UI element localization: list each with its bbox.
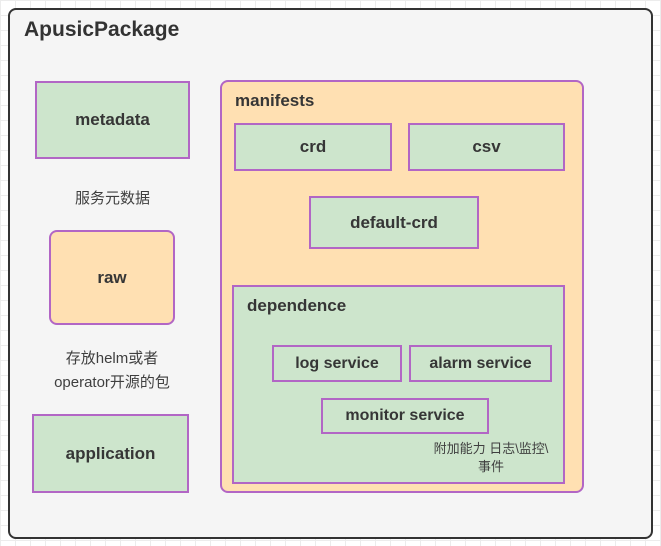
manifests-label: manifests [235, 91, 315, 110]
csv-node-label: csv [472, 137, 501, 156]
monitor-service-node: monitor service [321, 398, 489, 434]
dependence-label: dependence [247, 296, 347, 315]
dependence-container: dependence log service alarm service mon… [232, 285, 565, 484]
diagram-title: ApusicPackage [24, 18, 180, 41]
raw-node: raw [49, 230, 175, 325]
raw-node-label: raw [97, 267, 127, 287]
raw-caption: 存放helm或者 operator开源的包 [18, 347, 206, 395]
application-node: application [32, 414, 189, 493]
metadata-node-label: metadata [75, 110, 150, 129]
dependence-note: 附加能力 日志\监控\ 事件 [416, 440, 566, 476]
alarm-service-node-label: alarm service [429, 354, 532, 372]
csv-node: csv [408, 123, 565, 171]
alarm-service-node: alarm service [409, 345, 552, 382]
raw-caption-line2: operator开源的包 [54, 374, 170, 391]
dependence-note-line1: 附加能力 日志\监控\ [433, 441, 549, 456]
default-crd-node-label: default-crd [350, 212, 438, 232]
metadata-caption: 服务元数据 [74, 190, 150, 207]
apusic-package-frame: ApusicPackage metadata 服务元数据 raw 存放helm或… [8, 8, 653, 539]
log-service-node-label: log service [295, 354, 379, 372]
crd-node-label: crd [299, 137, 327, 156]
crd-node: crd [234, 123, 392, 171]
monitor-service-node-label: monitor service [345, 407, 465, 424]
raw-caption-line1: 存放helm或者 [65, 350, 159, 367]
dependence-note-line2: 事件 [477, 459, 504, 474]
manifests-container: manifests crd csv default-crd dependence… [220, 80, 584, 493]
default-crd-node: default-crd [309, 196, 479, 249]
log-service-node: log service [272, 345, 402, 382]
metadata-node: metadata [35, 81, 190, 159]
application-node-label: application [65, 443, 156, 463]
